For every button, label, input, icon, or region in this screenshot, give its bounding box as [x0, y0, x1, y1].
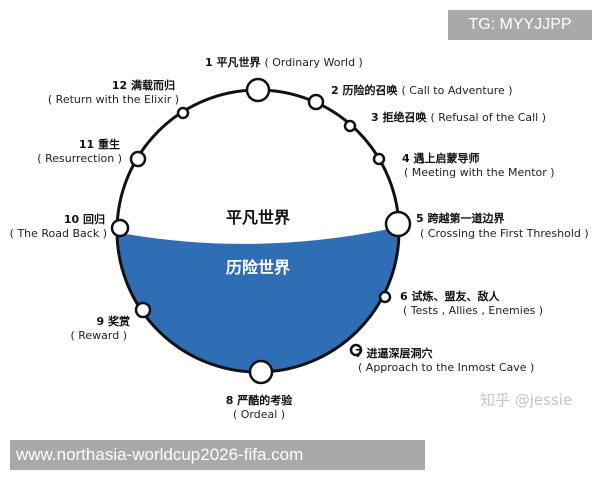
stage-2-label: 2 历险的召唤( Call to Adventure ): [331, 83, 513, 97]
stage-node-12: [176, 106, 190, 120]
stage-node-2: [307, 93, 325, 111]
stage-6-zh: 6 试炼、盟友、敌人: [400, 289, 500, 303]
stage-node-11: [129, 150, 147, 168]
stage-8-en: ( Ordeal ): [233, 408, 285, 421]
stage-node-3: [343, 119, 357, 133]
stage-4-en: ( Meeting with the Mentor ): [404, 166, 555, 179]
stage-node-10: [110, 218, 130, 238]
stage-node-1: [245, 77, 271, 103]
stage-node-4: [372, 152, 386, 166]
stage-10-zh: 10 回归: [64, 212, 105, 226]
stage-node-7: [349, 343, 363, 357]
stage-5-en: ( Crossing the First Threshold ): [420, 227, 589, 240]
stage-7-en: ( Approach to the Inmost Cave ): [358, 361, 534, 374]
stage-9-en: ( Reward ): [70, 329, 127, 342]
stage-1-label: 1 平凡世界( Ordinary World ): [205, 55, 363, 69]
stage-node-8: [248, 359, 274, 385]
stage-12-zh: 12 满载而归: [112, 78, 175, 92]
stage-10-en: ( The Road Back ): [10, 227, 107, 240]
credit-watermark: 知乎 @jessie: [480, 391, 572, 409]
stage-7-zh: 7 进逼深层洞穴: [355, 346, 432, 360]
tg-watermark: TG: MYYJJPP: [448, 10, 592, 40]
stage-9-zh: 9 奖赏: [97, 314, 130, 328]
stage-4-zh: 4 遇上启蒙导师: [402, 151, 479, 165]
stage-nodes: [110, 77, 412, 385]
stage-node-9: [134, 301, 152, 319]
stage-11-en: ( Resurrection ): [37, 152, 122, 165]
stage-12-en: ( Return with the Elixir ): [48, 93, 179, 106]
stage-node-6: [378, 290, 392, 304]
stage-6-en: ( Tests , Allies , Enemies ): [403, 304, 543, 317]
stage-3-label: 3 拒绝召唤( Refusal of the Call ): [371, 110, 546, 124]
stage-8-zh: 8 严酷的考验: [226, 393, 293, 407]
stage-11-zh: 11 重生: [79, 137, 120, 151]
adventure-world-label: 历险世界: [226, 258, 290, 277]
stage-5-zh: 5 跨越第一道边界: [416, 211, 504, 225]
ordinary-world-label: 平凡世界: [226, 208, 290, 227]
stage-labels: 1 平凡世界( Ordinary World ) 2 历险的召唤( Call t…: [10, 55, 589, 421]
stage-node-5: [384, 210, 412, 238]
url-watermark: www.northasia-worldcup2026-fifa.com: [10, 440, 425, 470]
